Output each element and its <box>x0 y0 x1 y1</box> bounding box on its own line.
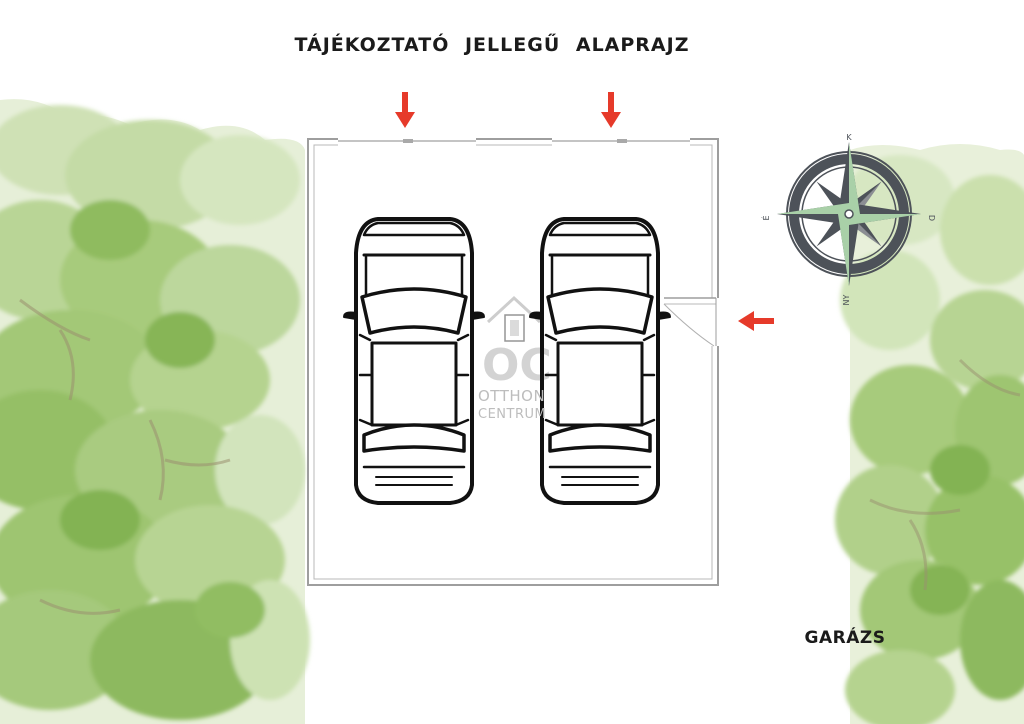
room-label: GARÁZS <box>804 628 886 648</box>
plan-title: TÁJÉKOZTATÓ JELLEGŰ ALAPRAJZ <box>294 34 690 56</box>
entry-arrow-down-right <box>601 92 621 128</box>
entry-arrow-left <box>738 311 774 331</box>
car-left <box>343 217 485 505</box>
trees-left <box>0 99 310 724</box>
entry-arrows <box>395 92 774 331</box>
watermark-line-1: OTTHON <box>478 387 546 405</box>
compass-label-bottom: NY <box>842 294 851 305</box>
trees-right <box>835 144 1024 724</box>
garage-walls <box>307 137 722 586</box>
compass-label-top: K <box>846 133 852 142</box>
entry-arrow-down-left <box>395 92 415 128</box>
car-right <box>529 217 671 505</box>
compass-label-left: É <box>760 215 771 220</box>
compass-rose: K D NY É <box>760 133 936 305</box>
compass-label-right: D <box>927 215 936 221</box>
watermark-line-2: CENTRUM <box>478 407 547 422</box>
